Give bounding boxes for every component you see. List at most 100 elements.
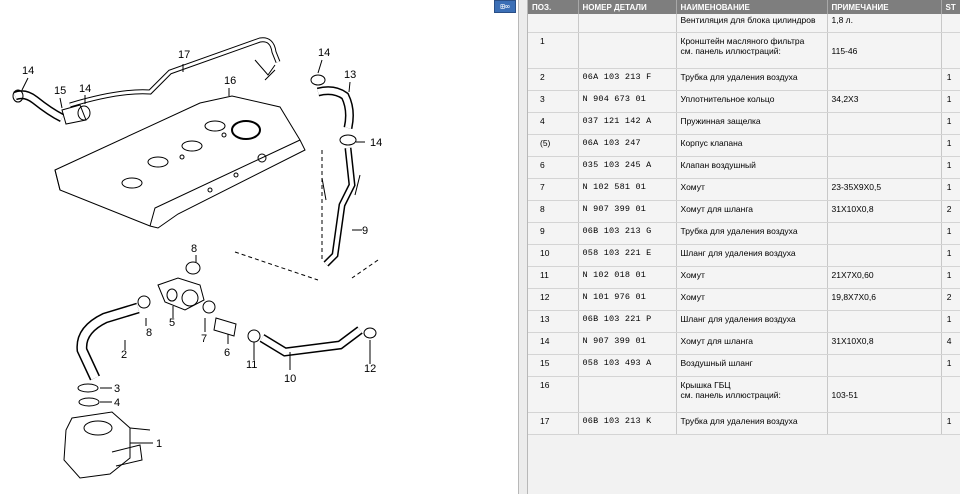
callout-10[interactable]: 10 [284, 373, 296, 385]
cell-name: Хомут [676, 266, 828, 289]
callout-11[interactable]: 11 [246, 359, 257, 371]
cell-pos: 15 [528, 354, 579, 377]
cell-name-line: Крышка ГБЦ [680, 380, 731, 390]
cell-part-number: 06A 103 247 [578, 134, 677, 157]
cell-qty [941, 14, 960, 33]
column-header-pos[interactable]: ПОЗ. [528, 0, 579, 14]
cell-note [827, 222, 942, 245]
cell-part-number: N 101 976 01 [578, 288, 677, 311]
clamp-14 [310, 74, 326, 86]
cell-pos: 8 [528, 200, 579, 223]
cover-hole [121, 177, 143, 189]
cell-note [827, 156, 942, 179]
cell-pos: 17 [528, 412, 579, 435]
cell-note [827, 68, 942, 91]
callout-14[interactable]: 14 [22, 65, 34, 77]
cell-part-number: 06B 103 213 K [578, 412, 677, 435]
callout-6[interactable]: 6 [224, 347, 230, 359]
clamp-8 [137, 295, 151, 309]
cell-qty: 1 [941, 266, 960, 289]
cell-part-number: N 102 581 01 [578, 178, 677, 201]
callout-1[interactable]: 1 [156, 438, 162, 450]
cell-name-line-2[interactable]: см. панель иллюстраций: [680, 390, 781, 400]
cell-name: Корпус клапана [676, 134, 828, 157]
cell-pos: 9 [528, 222, 579, 245]
cover-hole [204, 120, 226, 132]
cell-note [827, 310, 942, 333]
cell-part-number [578, 376, 677, 413]
cell-qty [941, 376, 960, 413]
cell-qty: 1 [941, 222, 960, 245]
clamp-14 [339, 134, 357, 146]
zoom-toggle-button[interactable]: ⊞∞ [494, 0, 516, 13]
callout-4[interactable]: 4 [114, 397, 120, 409]
cell-pos: 16 [528, 376, 579, 413]
cell-pos: 14 [528, 332, 579, 355]
callout-3[interactable]: 3 [114, 383, 120, 395]
cell-part-number [578, 14, 677, 33]
cell-part-number: N 904 673 01 [578, 90, 677, 113]
callout-7[interactable]: 7 [201, 333, 207, 345]
clamp-14 [12, 89, 24, 103]
cell-note: 19,8X7X0,6 [827, 288, 942, 311]
cell-name: Уплотнительное кольцо [676, 90, 828, 113]
callout-14[interactable]: 14 [79, 83, 91, 95]
column-header-note[interactable]: ПРИМЕЧАНИЕ [827, 0, 942, 14]
callout-9[interactable]: 9 [362, 225, 368, 237]
cell-part-number: 058 103 493 A [578, 354, 677, 377]
cell-pos: 7 [528, 178, 579, 201]
cell-pos: 12 [528, 288, 579, 311]
cell-pos: 6 [528, 156, 579, 179]
callout-8[interactable]: 8 [146, 327, 152, 339]
cell-note-value: 115-46 [831, 46, 858, 56]
cell-qty: 1 [941, 112, 960, 135]
callout-16[interactable]: 16 [224, 75, 236, 87]
cell-name: Хомут для шланга [676, 200, 828, 223]
cell-name: Шланг для удаления воздуха [676, 244, 828, 267]
callout-12[interactable]: 12 [364, 363, 376, 375]
column-header-qty[interactable]: ST [941, 0, 960, 14]
clamp-8 [185, 261, 201, 275]
cell-part-number: 06A 103 213 F [578, 68, 677, 91]
callout-15[interactable]: 15 [54, 85, 66, 97]
cell-name-line-2[interactable]: см. панель иллюстраций: [680, 46, 781, 56]
cell-qty: 1 [941, 134, 960, 157]
valve-cover-16 [54, 95, 306, 229]
callout-14[interactable]: 14 [318, 47, 330, 59]
callout-8[interactable]: 8 [191, 243, 197, 255]
pane-splitter[interactable] [518, 0, 528, 494]
callout-14[interactable]: 14 [370, 137, 382, 149]
cover-bolt [179, 154, 185, 160]
cell-name: Трубка для удаления воздуха [676, 68, 828, 91]
callout-2[interactable]: 2 [121, 349, 127, 361]
bracket-1 [63, 411, 131, 479]
cell-qty: 1 [941, 354, 960, 377]
cell-pos: 4 [528, 112, 579, 135]
callout-5[interactable]: 5 [169, 317, 175, 329]
column-header-part-number[interactable]: НОМЕР ДЕТАЛИ [578, 0, 677, 14]
diagram-toolbar: ⊞∞ [0, 0, 518, 14]
column-header-name[interactable]: НАИМЕНОВАНИЕ [676, 0, 828, 14]
table-group-row[interactable]: Вентиляция для блока цилиндров 1,8 л. [528, 14, 960, 33]
cell-part-number: N 907 399 01 [578, 200, 677, 223]
callout-17[interactable]: 17 [178, 49, 190, 61]
callout-13[interactable]: 13 [344, 69, 356, 81]
